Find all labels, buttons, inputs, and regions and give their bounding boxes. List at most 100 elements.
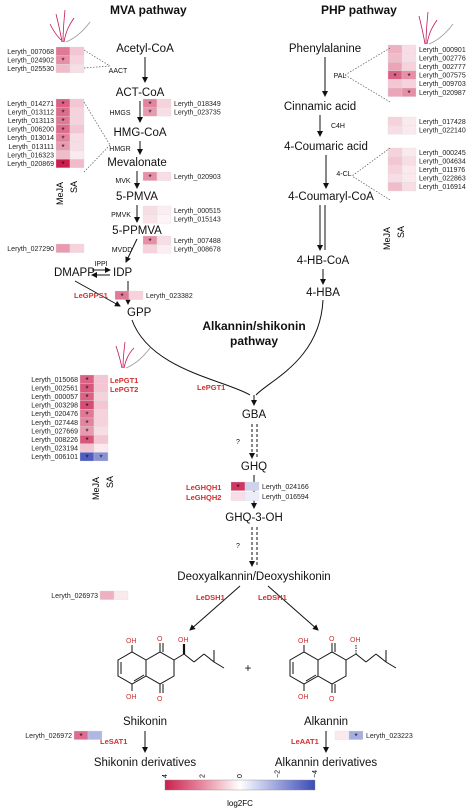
- heat-cell-Leryth_024166-sa: [244, 481, 260, 491]
- gene-label-Leryth_020987: Leryth_020987: [419, 90, 466, 97]
- heat-cell-Leryth_000515-sa: [156, 205, 172, 215]
- heat-cell-Leryth_017428-sa: [401, 116, 417, 126]
- colorbar-tick-label: −4: [312, 770, 319, 778]
- heat-cell-Leryth_025530-meja: [55, 64, 71, 73]
- heat-cell-Leryth_016323-sa: [69, 150, 85, 160]
- significance-star: *: [85, 453, 88, 462]
- convergence-curve: [131, 299, 324, 396]
- gene-label-Leryth_024902: Leryth_024902: [7, 57, 54, 64]
- gene-label-Leryth_011976: Leryth_011976: [419, 167, 465, 174]
- metabolite-gba: GBA: [242, 409, 267, 421]
- significance-star: *: [61, 160, 64, 169]
- heat-cell-Leryth_023382-sa: [128, 290, 144, 300]
- plant-illustration-1: [49, 9, 91, 43]
- heat-cell-Leryth_007488-sa: [156, 235, 172, 245]
- significance-star: *: [354, 732, 357, 741]
- significance-star: *: [148, 100, 151, 109]
- alkannin-pathway-title-line2: pathway: [230, 334, 278, 348]
- enzyme-hmgr: HMGR: [109, 146, 130, 153]
- heat-cell-Leryth_022140-sa: [401, 125, 417, 135]
- significance-star: *: [85, 385, 88, 394]
- heat-cell-Leryth_016594-meja: [230, 491, 246, 501]
- heat-cell-Leryth_006200-sa: [69, 124, 85, 134]
- heat-cell-Leryth_023194-sa: [93, 443, 109, 453]
- significance-star: *: [148, 173, 151, 182]
- significance-star: *: [236, 483, 239, 492]
- heat-cell-Leryth_027290-sa: [69, 243, 85, 253]
- alkannin-oh-label-3: OH: [298, 694, 309, 701]
- metabolite-4-hb-coa: 4-HB-CoA: [297, 255, 350, 267]
- shikonin-o-label-1: O: [157, 636, 163, 643]
- significance-star: *: [393, 72, 396, 81]
- colorbar-gradient: [164, 779, 316, 791]
- heat-cell-Leryth_026972-sa: [87, 730, 103, 740]
- gene-label-Leryth_000901: Leryth_000901: [419, 47, 466, 54]
- heat-cell-Leryth_011976-sa: [401, 165, 417, 174]
- gene-label-Leryth_002777: Leryth_002777: [419, 64, 466, 71]
- arrow-5ppmva-to-idp: [125, 238, 138, 263]
- gene-label-Leryth_008226: Leryth_008226: [31, 437, 78, 444]
- gene-label-Leryth_006101: Leryth_006101: [31, 454, 78, 461]
- heat-cell-Leryth_000057-sa: [93, 392, 109, 401]
- gene-label-Leryth_002776: Leryth_002776: [419, 55, 466, 62]
- column-label-meja-3: MeJA: [91, 477, 101, 500]
- mva-pathway-title: MVA pathway: [110, 3, 187, 17]
- gene-label-Leryth_014271: Leryth_014271: [7, 101, 54, 108]
- significance-star: *: [61, 100, 64, 109]
- metabolite-deoxy: Deoxyalkannin/Deoxyshikonin: [177, 571, 330, 583]
- gene-label-Leryth_004634: Leryth_004634: [419, 158, 466, 165]
- metabolite-5-pmva: 5-PMVA: [116, 191, 158, 203]
- gene-label-Leryth_020869: Leryth_020869: [7, 161, 54, 168]
- heat-cell-Leryth_023223-sa: [348, 730, 364, 740]
- gene-label-Leryth_026973: Leryth_026973: [51, 593, 98, 600]
- column-label-meja-2: MeJA: [382, 227, 392, 250]
- gene-label-Leryth_007068: Leryth_007068: [7, 49, 54, 56]
- metabolite-idp: IDP: [113, 267, 133, 279]
- heat-cell-Leryth_000901-meja: [387, 44, 403, 54]
- plant-illustration-3: [115, 341, 151, 369]
- gene-label-Leryth_023223: Leryth_023223: [366, 733, 413, 740]
- heat-cell-Leryth_024902-sa: [69, 55, 85, 65]
- significance-star: *: [79, 732, 82, 741]
- php-pathway-title: PHP pathway: [321, 3, 397, 17]
- alkannin-o-label-1: O: [329, 636, 335, 643]
- heat-cell-Leryth_027448-sa: [93, 417, 109, 427]
- heat-cell-Leryth_016914-meja: [387, 182, 403, 192]
- gene-label-Leryth_027669: Leryth_027669: [31, 428, 78, 435]
- heat-cell-Leryth_025530-sa: [69, 64, 85, 73]
- label-lepgt1-center: LePGT1: [197, 383, 225, 392]
- heat-cell-Leryth_004634-sa: [401, 156, 417, 166]
- heat-cell-Leryth_020987-meja: [387, 87, 403, 97]
- column-label-sa-1: SA: [69, 181, 79, 193]
- gene-label-Leryth_027448: Leryth_027448: [31, 420, 78, 427]
- significance-star: *: [99, 453, 102, 462]
- gene-label-Leryth_000245: Leryth_000245: [419, 150, 466, 157]
- heat-cell-Leryth_013014-sa: [69, 133, 85, 143]
- gene-label-Leryth_022140: Leryth_022140: [419, 127, 466, 134]
- metabolite-shikonin-derivatives: Shikonin derivatives: [94, 757, 197, 769]
- heat-cell-Leryth_022140-meja: [387, 125, 403, 135]
- gene-label-Leryth_022863: Leryth_022863: [419, 176, 466, 183]
- label-leghqh2: LeGHQH2: [186, 493, 221, 502]
- gene-label-Leryth_007575: Leryth_007575: [419, 73, 466, 80]
- metabolite-act-coa: ACT-CoA: [116, 87, 165, 99]
- heat-cell-Leryth_002776-meja: [387, 53, 403, 63]
- significance-star: *: [85, 428, 88, 437]
- significance-star: *: [61, 109, 64, 118]
- significance-star: *: [61, 143, 64, 152]
- significance-star: *: [61, 117, 64, 126]
- heat-cell-Leryth_014271-sa: [69, 98, 85, 108]
- gene-label-Leryth_017428: Leryth_017428: [419, 119, 466, 126]
- arrow-dmapp-to-gpp: [74, 280, 121, 307]
- label-ledsh1-right: LeDSH1: [258, 593, 287, 602]
- guide-lines: [83, 47, 391, 201]
- heat-cell-Leryth_016323-meja: [55, 150, 71, 160]
- arrow-deoxy-to-alkannin: [267, 585, 319, 631]
- heat-cell-Leryth_027669-sa: [93, 426, 109, 436]
- heat-cell-Leryth_015143-sa: [156, 214, 172, 224]
- metabolite-cinnamic-acid: Cinnamic acid: [284, 101, 356, 113]
- gene-label-Leryth_016594: Leryth_016594: [262, 494, 309, 501]
- heat-cell-Leryth_016914-sa: [401, 182, 417, 192]
- significance-star: *: [148, 109, 151, 118]
